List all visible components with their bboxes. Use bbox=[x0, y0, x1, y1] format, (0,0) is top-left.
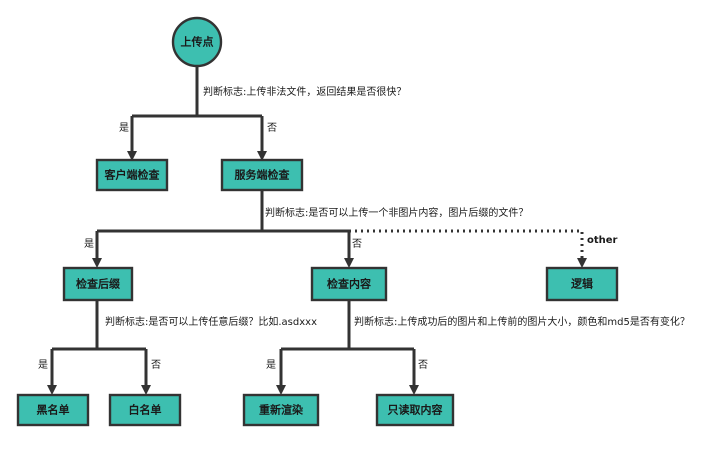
arrow-blacklist bbox=[47, 385, 57, 395]
node-read-content: 只读取内容 bbox=[375, 393, 455, 427]
node-rerender: 重新渲染 bbox=[242, 393, 320, 427]
label-no-whitelist: 否 bbox=[151, 359, 161, 371]
edge-root-split bbox=[132, 66, 262, 118]
label-yes-rerender: 是 bbox=[266, 359, 276, 371]
arrow-check-suffix bbox=[92, 258, 102, 268]
arrow-server-check bbox=[257, 151, 267, 161]
label-other: other bbox=[587, 235, 618, 246]
question-3-text: 判断标志:是否可以上传任意后缀？比如.asdxxx bbox=[105, 315, 317, 328]
label-yes-suffix: 是 bbox=[84, 238, 94, 250]
node-client-check-label: 客户端检查 bbox=[104, 168, 160, 182]
label-no-content: 否 bbox=[352, 238, 362, 250]
arrow-read-content bbox=[409, 385, 419, 395]
edge-content-split bbox=[281, 300, 414, 351]
question-1-text: 判断标志:上传非法文件，返回结果是否很快？ bbox=[203, 85, 406, 98]
edge-suffix-split bbox=[52, 300, 146, 351]
question-2-text: 判断标志:是否可以上传一个非图片内容，图片后缀的文件？ bbox=[265, 206, 528, 219]
node-whitelist: 白名单 bbox=[108, 393, 182, 427]
node-server-check-label: 服务端检查 bbox=[235, 168, 290, 182]
node-root: 上传点 bbox=[171, 16, 223, 68]
label-yes-blacklist: 是 bbox=[38, 359, 48, 371]
node-server-check: 服务端检查 bbox=[220, 158, 304, 192]
label-no-read-content: 否 bbox=[418, 359, 428, 371]
arrow-whitelist bbox=[141, 385, 151, 395]
node-logic: 逻辑 bbox=[545, 266, 619, 302]
question-4-text: 判断标志:上传成功后的图片和上传前的图片大小，颜色和md5是否有变化？ bbox=[354, 315, 690, 328]
label-yes-client: 是 bbox=[119, 122, 129, 134]
node-check-content-label: 检查内容 bbox=[327, 277, 371, 291]
node-check-content: 检查内容 bbox=[310, 266, 388, 302]
edge-dotted-other bbox=[349, 229, 584, 258]
node-client-check: 客户端检查 bbox=[95, 158, 169, 192]
node-check-suffix: 检查后缀 bbox=[62, 266, 134, 302]
label-no-server: 否 bbox=[267, 122, 277, 134]
edge-server-split bbox=[97, 190, 349, 233]
node-read-content-label: 只读取内容 bbox=[388, 403, 443, 417]
node-logic-label: 逻辑 bbox=[571, 277, 593, 291]
arrow-rerender bbox=[276, 385, 286, 395]
node-blacklist-label: 黑名单 bbox=[37, 403, 70, 417]
node-whitelist-label: 白名单 bbox=[129, 403, 162, 417]
node-root-label: 上传点 bbox=[181, 35, 214, 49]
arrow-client-check bbox=[127, 151, 137, 161]
node-check-suffix-label: 检查后缀 bbox=[76, 277, 121, 291]
arrow-check-content bbox=[344, 258, 354, 268]
node-rerender-label: 重新渲染 bbox=[259, 403, 304, 417]
arrow-logic bbox=[577, 258, 587, 268]
node-blacklist: 黑名单 bbox=[16, 393, 90, 427]
